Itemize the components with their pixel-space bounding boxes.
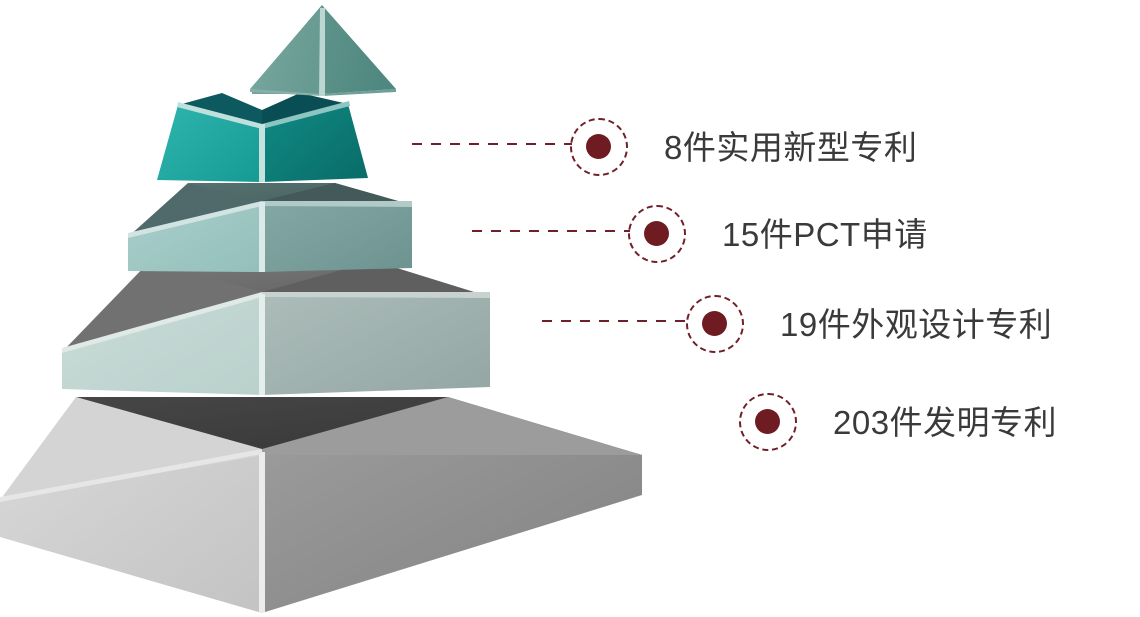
apex-left-face-main [250,5,322,94]
filled-dot-icon [701,310,727,336]
tier-5-right-face-main [262,455,642,613]
tier-2-left-face [157,105,262,182]
tier-4-right-edge-highlight [262,292,490,298]
tier-5-center-highlight [259,452,265,613]
tier-2-left-edge-highlight [177,102,262,129]
tier-4-left-edge-highlight [62,292,262,353]
tier-3-dark-band-left [128,183,262,237]
apex-center-highlight [319,8,325,96]
tier-2-center-highlight [259,124,265,182]
tier-3-right-face [262,205,412,272]
tier-5-left-face-main [0,455,262,613]
dashed-ring-icon [570,118,628,176]
marker-invention[interactable] [739,393,797,451]
tier-4-dark-band-left [62,261,262,352]
tier-3-dark-band-right [262,183,412,205]
callout-utility-model[interactable]: 8件实用新型专利 [570,115,917,179]
callout-pct[interactable]: 15件PCT申请 [628,202,928,266]
apex-left-base-skirt [250,89,322,96]
marker-pct[interactable] [628,205,686,263]
apex-right-base-skirt [322,89,396,96]
apex-right-face-main [322,5,396,94]
pyramid-tier-design[interactable] [62,261,490,395]
callout-label-invention: 203件发明专利 [833,403,1058,441]
filled-dot-icon [585,133,611,159]
filled-dot-icon [643,220,669,246]
callout-design[interactable]: 19件外观设计专利 [686,292,1052,356]
tier-3-center-highlight [259,202,265,272]
callout-label-pct: 15件PCT申请 [722,215,928,253]
pyramid-tier-apex[interactable] [250,5,396,96]
callout-label-utility-model: 8件实用新型专利 [664,128,918,166]
tier-3-left-face [128,205,262,272]
callout-invention[interactable]: 203件发明专利 [739,390,1057,454]
tier-5-right-top-bevel [262,397,642,455]
tier-2-right-edge-highlight [262,101,350,129]
dashed-ring-icon [739,393,797,451]
tier-4-left-face [62,297,262,395]
tier-2-right-face [262,104,368,182]
tier-4-center-highlight [259,294,265,395]
dashed-ring-icon [628,205,686,263]
marker-design[interactable] [686,295,744,353]
marker-utility-model[interactable] [570,118,628,176]
tier-3-left-edge-highlight [128,201,262,238]
tier-3-right-edge-highlight [262,201,412,207]
filled-dot-icon [754,408,780,434]
callout-label-design: 19件外观设计专利 [780,305,1053,343]
tier-4-right-face [262,297,490,395]
tier-5-left-edge-highlight [0,449,262,502]
pyramid-tier-pct[interactable] [128,183,412,272]
dashed-ring-icon [686,295,744,353]
tier-5-left-top-bevel [0,397,262,500]
pyramid-tier-invention[interactable] [0,397,642,613]
tier-4-dark-band-right [262,261,490,297]
pyramid-tier-utility-model[interactable] [157,93,368,182]
